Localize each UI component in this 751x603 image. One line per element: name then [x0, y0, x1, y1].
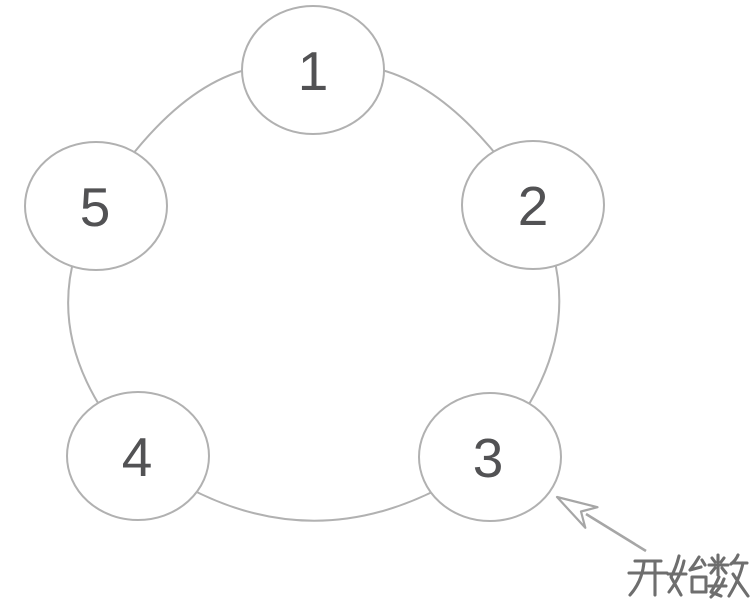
start-label-glyph-shu — [707, 553, 750, 599]
node-1-circle — [241, 5, 385, 135]
start-label — [627, 553, 750, 599]
start-arrow — [555, 495, 647, 553]
node-4-label: 4 — [122, 426, 153, 488]
node-4-circle — [66, 391, 210, 521]
node-4: 4 — [66, 391, 210, 521]
node-2-circle — [461, 140, 605, 270]
node-5: 5 — [24, 141, 168, 271]
node-2-label: 2 — [518, 175, 549, 237]
node-3-circle — [418, 392, 562, 522]
start-label-glyph-kai — [627, 559, 669, 597]
start-label-glyph-shi — [666, 554, 708, 597]
start-arrow-shaft — [585, 512, 647, 553]
node-1-label: 1 — [298, 40, 329, 102]
node-3-label: 3 — [473, 427, 504, 489]
node-5-circle — [24, 141, 168, 271]
node-2: 2 — [461, 140, 605, 270]
node-3: 3 — [418, 392, 562, 522]
start-arrowhead-icon — [555, 495, 599, 529]
node-5-label: 5 — [80, 176, 111, 238]
node-1: 1 — [241, 5, 385, 135]
